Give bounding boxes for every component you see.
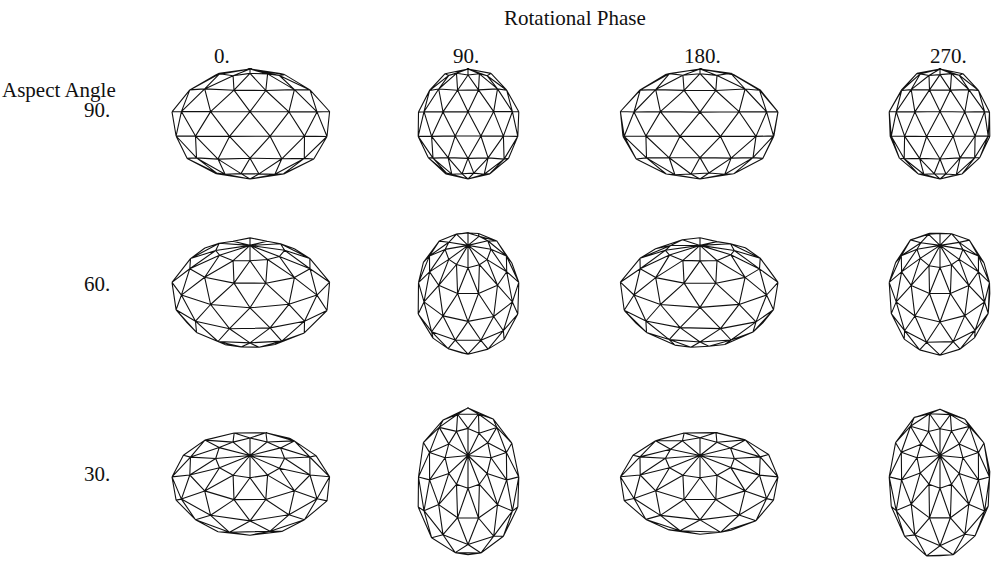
wireframe-shape [418, 408, 519, 555]
aspect-value: 90. [84, 100, 110, 121]
wireframe-shape [889, 69, 990, 179]
wireframe-shape [889, 233, 990, 355]
axis-title: Aspect Angle [2, 80, 116, 101]
wireframe-shape [172, 238, 330, 347]
wireframe-shape [620, 238, 778, 348]
phase-value: 270. [930, 46, 967, 67]
wireframe-shape [620, 433, 778, 535]
aspect-value: 30. [84, 464, 110, 485]
phase-value: 90. [453, 46, 479, 67]
wireframe-shape [889, 409, 990, 556]
aspect-value: 60. [84, 274, 110, 295]
wireframe-shape [172, 69, 330, 179]
phase-value: 0. [214, 46, 230, 67]
axis-title: Rotational Phase [504, 8, 646, 29]
wireframe-shape [620, 69, 778, 179]
wireframe-shape [418, 233, 519, 354]
wireframe-shape [418, 69, 519, 179]
phase-value: 180. [684, 46, 721, 67]
wireframe-shape [172, 433, 330, 535]
